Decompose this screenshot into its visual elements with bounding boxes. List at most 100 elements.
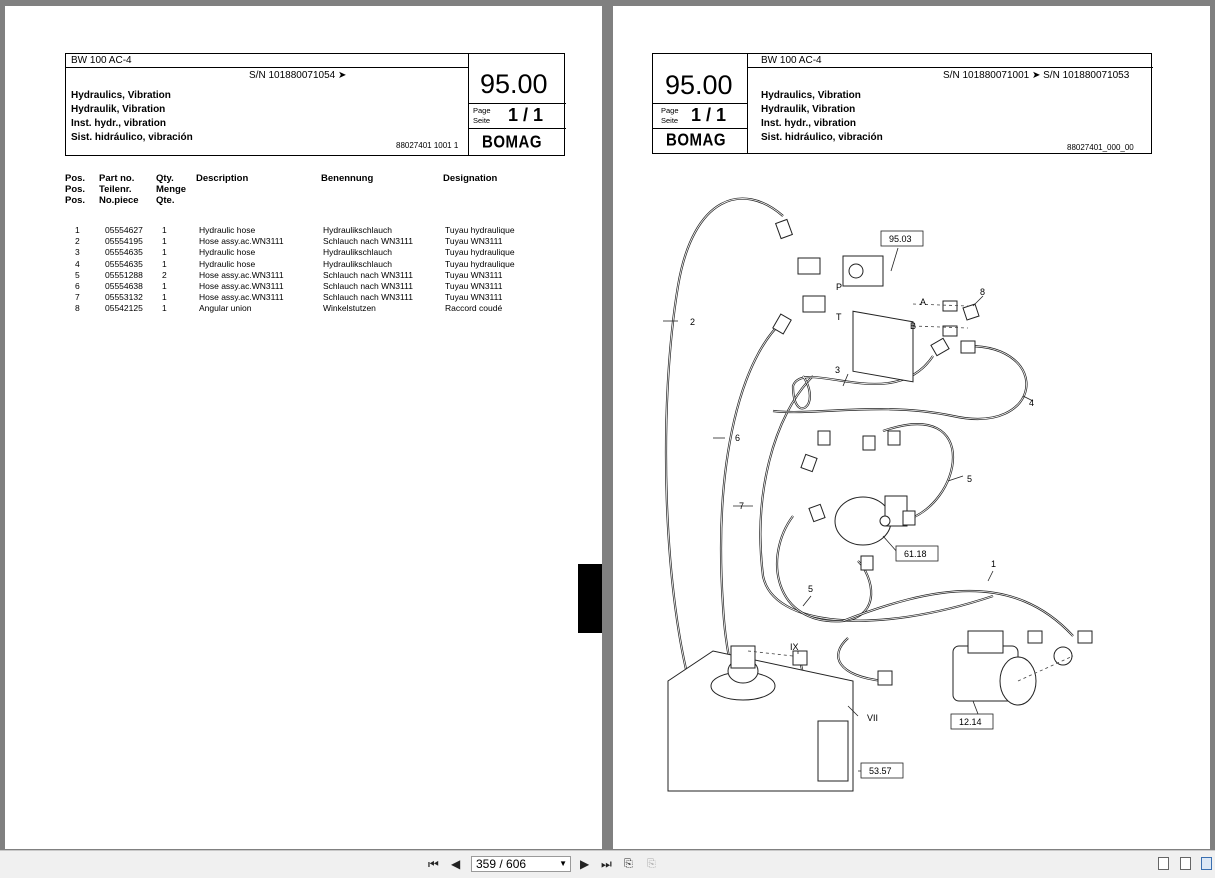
col-part-header: Part no.Teilenr.No.piece [99, 173, 139, 206]
cell-designation: Tuyau hydraulique [445, 247, 515, 258]
title-fr: Inst. hydr., vibration [71, 118, 167, 129]
serial-label: S/N 101880071054 ➤ [249, 70, 347, 81]
cell-qty: 2 [162, 269, 167, 280]
last-page-icon[interactable]: ⏭ [601, 857, 612, 871]
hydraulic-diagram: 95.03 61.18 12.14 53.57 1 2 3 4 5 5 6 7 … [663, 197, 1093, 792]
cell-benennung: Schlauch nach WN3111 [323, 269, 413, 280]
cell-qty: 1 [162, 303, 167, 314]
cell-description: Hose assy.ac.WN3111 [199, 269, 284, 280]
page-label-de: Seite [661, 116, 679, 125]
next-page-icon[interactable]: ▶ [580, 857, 590, 871]
cell-part-no: 05554635 [105, 258, 143, 269]
cell-qty: 1 [162, 292, 167, 303]
cell-description: Hose assy.ac.WN3111 [199, 236, 284, 247]
cell-part-no: 05554627 [105, 225, 143, 235]
cell-pos: 6 [75, 281, 80, 291]
cell-benennung: Hydraulikschlauch [323, 258, 392, 269]
bomag-logo: BOMAG [482, 132, 542, 153]
page-label-en: Page [661, 106, 679, 115]
cell-part-no: 05554638 [105, 281, 143, 291]
cell-pos: 3 [75, 247, 80, 258]
label-2: 2 [690, 317, 695, 327]
title-de: Hydraulik, Vibration [761, 104, 856, 115]
left-title-block: BW 100 AC-4 S/N 101880071054 ➤ Hydraulic… [65, 53, 566, 156]
page-label-de: Seite [473, 116, 491, 125]
title-fr: Inst. hydr., vibration [761, 118, 857, 129]
cell-part-no: 05554195 [105, 236, 143, 247]
title-es: Sist. hidráulico, vibración [71, 132, 193, 143]
pdf-toolbar: ⏮ ◀ 359 / 606 ▼ ▶ ⏭ ⎘ ⎘ [0, 850, 1215, 878]
col-benennung-header: Benennung [321, 173, 374, 184]
cell-benennung: Schlauch nach WN3111 [323, 292, 413, 303]
cell-qty: 1 [162, 236, 167, 247]
single-page-view-icon[interactable] [1158, 857, 1169, 870]
label-8: 8 [980, 287, 985, 297]
label-4: 4 [1029, 398, 1034, 408]
label-6: 6 [735, 433, 740, 443]
page-label-en: Page [473, 106, 491, 115]
ref-12-14: 12.14 [959, 717, 982, 727]
label-p: P [836, 282, 842, 292]
ref-61-18: 61.18 [904, 549, 927, 559]
rotate-page-icon[interactable]: ⎘ [624, 858, 633, 870]
page-value: 1 / 1 [691, 105, 727, 125]
label-1: 1 [991, 559, 996, 569]
first-page-icon[interactable]: ⏮ [428, 857, 439, 871]
cell-part-no: 05554635 [105, 247, 143, 258]
cell-designation: Tuyau hydraulique [445, 258, 515, 269]
title-es: Sist. hidráulico, vibración [761, 132, 883, 143]
cell-designation: Raccord coudé [445, 303, 503, 314]
cell-part-no: 05551288 [105, 269, 143, 280]
cell-designation: Tuyau WN3111 [445, 236, 503, 247]
section-number: 95.00 [665, 70, 733, 100]
cell-pos: 1 [75, 225, 80, 235]
two-page-view-icon[interactable] [1201, 857, 1212, 870]
cell-pos: 4 [75, 258, 80, 269]
section-number: 95.00 [480, 69, 548, 99]
cell-designation: Tuyau WN3111 [445, 269, 503, 280]
page-number-select[interactable]: 359 / 606 ▼ [471, 856, 571, 872]
serial-label: S/N 101880071001 ➤ S/N 101880071053 [943, 70, 1130, 81]
cell-qty: 1 [162, 258, 167, 269]
label-5a: 5 [967, 474, 972, 484]
label-3: 3 [835, 365, 840, 375]
cell-pos: 2 [75, 236, 80, 247]
table-row: 2 05554195 1 Hose assy.ac.WN3111 Schlauch na… [5, 236, 565, 247]
chevron-down-icon: ▼ [559, 859, 567, 868]
cell-description: Hydraulic hose [199, 247, 256, 258]
doc-number: 88027401 1001 1 [396, 141, 459, 150]
side-tab-marker [578, 564, 602, 633]
cell-pos: 7 [75, 292, 80, 303]
doc-number: 88027401_000_00 [1067, 143, 1134, 152]
cell-part-no: 05542125 [105, 303, 143, 314]
cell-designation: Tuyau WN3111 [445, 292, 503, 303]
cell-description: Hose assy.ac.WN3111 [199, 281, 284, 291]
cell-benennung: Hydraulikschlauch [323, 225, 392, 235]
ref-53-57: 53.57 [869, 766, 892, 776]
prev-page-icon[interactable]: ◀ [451, 857, 461, 871]
hose-vii [837, 637, 884, 683]
cell-benennung: Schlauch nach WN3111 [323, 236, 413, 247]
copy-page-icon[interactable]: ⎘ [647, 858, 656, 870]
col-designation-header: Designation [443, 173, 498, 184]
cell-benennung: Winkelstutzen [323, 303, 376, 314]
cell-part-no: 05553132 [105, 292, 143, 303]
cell-qty: 1 [162, 247, 167, 258]
cell-benennung: Schlauch nach WN3111 [323, 281, 413, 291]
col-description-header: Description [196, 173, 249, 184]
valve-block [852, 310, 914, 383]
table-row: 4 05554635 1 Hydraulic hose Hydraulikschlauc… [5, 259, 565, 270]
cell-qty: 1 [162, 225, 167, 235]
title-de: Hydraulik, Vibration [71, 104, 166, 115]
table-row: 1 05554627 1 Hydraulic hose Hydraulikschlauc… [5, 225, 565, 236]
cell-pos: 8 [75, 303, 80, 314]
cell-description: Hydraulic hose [199, 225, 256, 235]
model-label: BW 100 AC-4 [761, 55, 822, 66]
title-en: Hydraulics, Vibration [761, 90, 861, 101]
left-page: BW 100 AC-4 S/N 101880071054 ➤ Hydraulic… [5, 6, 602, 849]
continuous-view-icon[interactable] [1180, 857, 1191, 870]
cell-description: Hydraulic hose [199, 258, 256, 269]
